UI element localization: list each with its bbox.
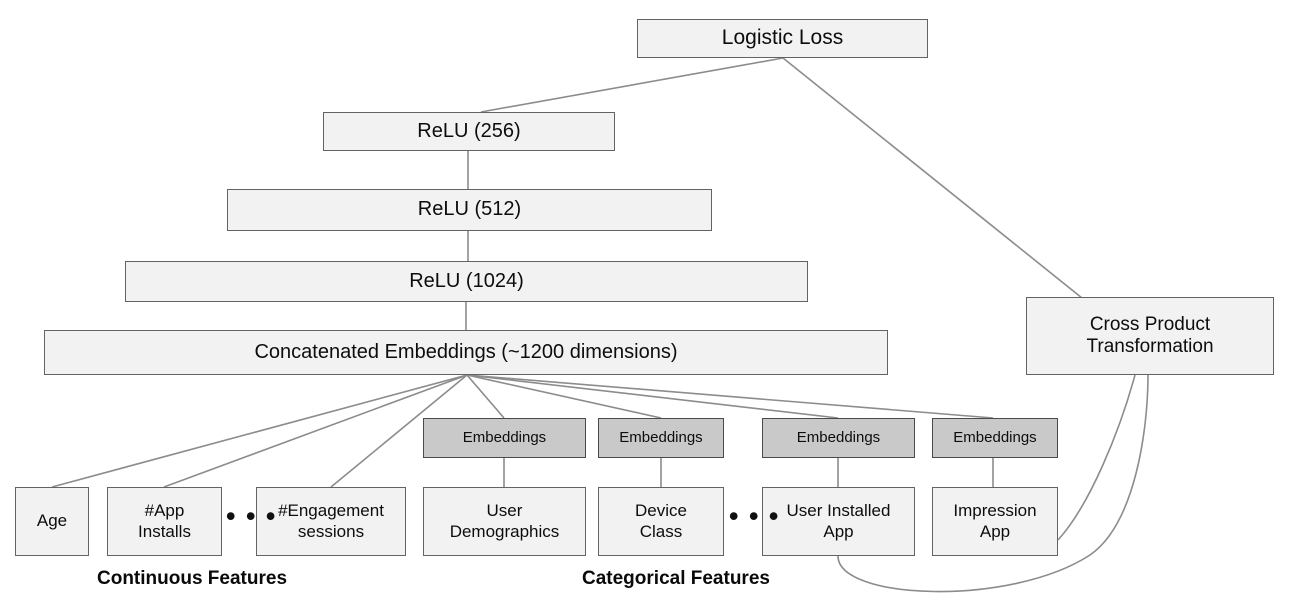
node-embeddings-1[interactable]: Embeddings	[423, 418, 586, 458]
node-feature-age[interactable]: Age	[15, 487, 89, 556]
node-logistic-loss[interactable]: Logistic Loss	[637, 19, 928, 58]
node-relu-256[interactable]: ReLU (256)	[323, 112, 615, 151]
edge-concat-to-app-installs	[163, 374, 468, 488]
node-concatenated-embeddings[interactable]: Concatenated Embeddings (~1200 dimension…	[44, 330, 888, 375]
edge-loss-to-relu256	[480, 57, 784, 113]
group-label-continuous-features: Continuous Features	[97, 568, 288, 589]
edge-user-installed-app-to-crossproduct	[837, 374, 1149, 593]
edge-concat-to-age	[51, 374, 468, 488]
node-feature-app-installs[interactable]: #App Installs	[107, 487, 222, 556]
edge-concat-to-embeddings-2	[466, 374, 662, 419]
node-feature-user-demographics-label: User Demographics	[449, 501, 560, 541]
node-feature-engagement-sessions[interactable]: #Engagement sessions	[256, 487, 406, 556]
node-cross-product-transformation-label: Cross Product Transformation	[1086, 313, 1214, 357]
node-relu-1024[interactable]: ReLU (1024)	[125, 261, 808, 302]
node-feature-user-installed-app[interactable]: User Installed App	[762, 487, 915, 556]
node-embeddings-4-label: Embeddings	[953, 429, 1037, 447]
node-embeddings-3[interactable]: Embeddings	[762, 418, 915, 458]
node-feature-device-class[interactable]: Device Class	[598, 487, 724, 556]
node-relu-1024-label: ReLU (1024)	[409, 269, 524, 292]
node-feature-impression-app-label: Impression App	[953, 501, 1037, 541]
node-embeddings-1-label: Embeddings	[462, 429, 547, 447]
edge-impression-app-to-crossproduct	[1057, 374, 1136, 541]
node-embeddings-3-label: Embeddings	[796, 429, 881, 447]
group-label-categorical-features: Categorical Features	[582, 568, 770, 589]
node-feature-age-label: Age	[36, 511, 68, 531]
node-feature-app-installs-label: #App Installs	[138, 501, 191, 541]
ellipsis-continuous-features: • • •	[226, 501, 277, 531]
node-relu-512[interactable]: ReLU (512)	[227, 189, 712, 231]
node-relu-512-label: ReLU (512)	[417, 198, 522, 221]
node-embeddings-2-label: Embeddings	[619, 429, 703, 447]
node-feature-impression-app[interactable]: Impression App	[932, 487, 1058, 556]
node-feature-user-installed-app-label: User Installed App	[786, 501, 891, 541]
edge-concat-to-embeddings-1	[466, 374, 505, 419]
node-feature-device-class-label: Device Class	[635, 501, 687, 541]
edge-concat-to-embeddings-4	[466, 374, 994, 419]
edge-concat-to-embeddings-3	[466, 374, 839, 419]
edge-loss-to-crossproduct	[782, 57, 1083, 299]
node-feature-user-demographics[interactable]: User Demographics	[423, 487, 586, 556]
node-concatenated-embeddings-label: Concatenated Embeddings (~1200 dimension…	[254, 340, 678, 363]
node-embeddings-4[interactable]: Embeddings	[932, 418, 1058, 458]
ellipsis-categorical-features: • • •	[729, 501, 780, 531]
node-embeddings-2[interactable]: Embeddings	[598, 418, 724, 458]
node-feature-engagement-sessions-label: #Engagement sessions	[278, 501, 384, 541]
node-logistic-loss-label: Logistic Loss	[721, 26, 844, 50]
node-relu-256-label: ReLU (256)	[417, 119, 521, 142]
node-cross-product-transformation[interactable]: Cross Product Transformation	[1026, 297, 1274, 375]
